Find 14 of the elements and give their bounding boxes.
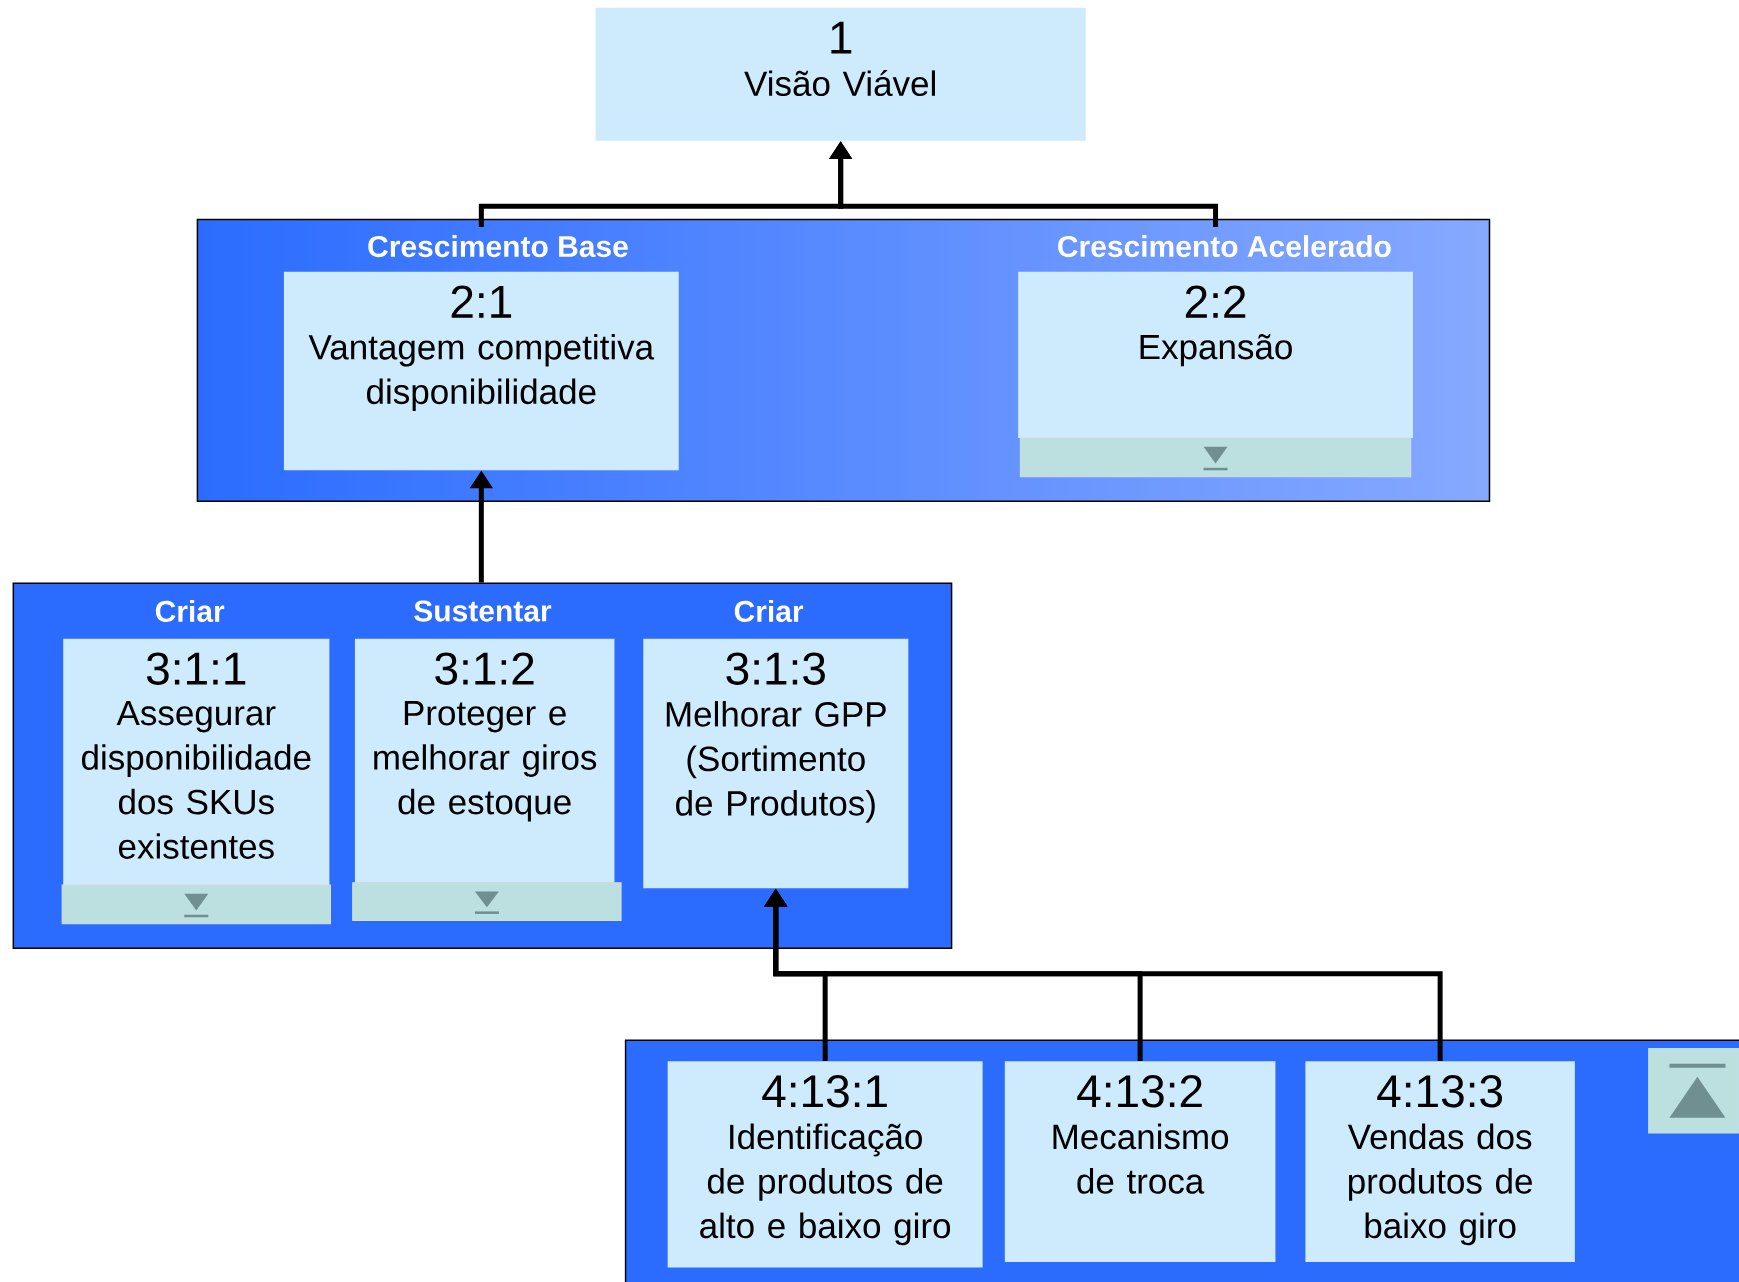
objective-box: 4:13:1 Identificação de produtos de alto e baixo giro	[667, 1061, 983, 1268]
group-heading: Sustentar	[414, 600, 552, 622]
objective-box: 1 Visão Viável	[595, 7, 1086, 141]
objective-box: 4:13:3 Vendas dos produtos de baixo giro	[1305, 1061, 1575, 1263]
objective-box: 4:13:2 Mecanismo de troca	[1004, 1061, 1276, 1263]
group-heading: Crescimento Acelerado	[1058, 235, 1391, 258]
objective-box: 3:1:3 Melhorar GPP (Sortimento de Produtos)	[643, 638, 909, 889]
group-heading: Criar	[155, 600, 225, 623]
objective-box: 3:1:1 Assegurar disponibilidade dos SKUs existentes	[63, 638, 330, 885]
group-heading: Criar	[734, 600, 804, 623]
objective-box: 2:2 Expansão	[1018, 271, 1413, 438]
objective-box: 2:1 Vantagem competitiva disponibilidade	[283, 271, 679, 471]
objective-box: 3:1:2 Proteger e melhorar giros de estoque	[354, 638, 615, 883]
group-heading: Crescimento Base	[368, 235, 628, 258]
